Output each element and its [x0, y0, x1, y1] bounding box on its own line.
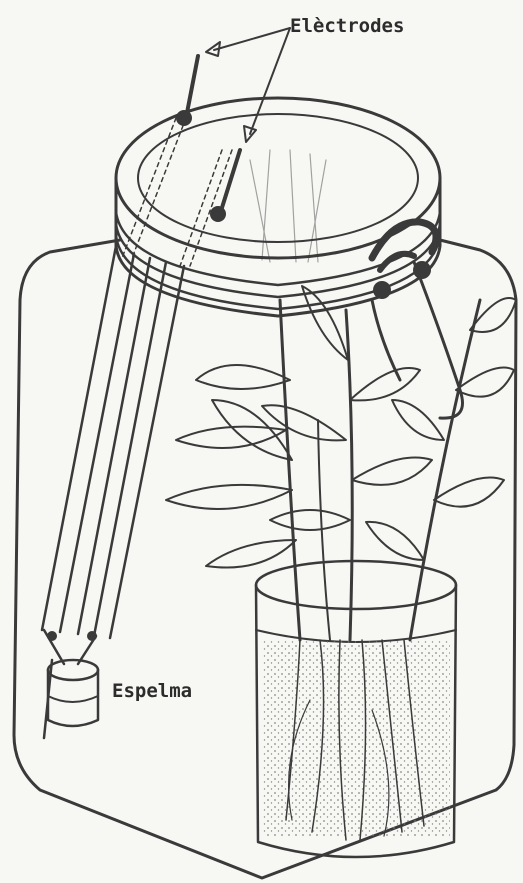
candle [44, 630, 98, 738]
beaker [256, 561, 456, 857]
electrode-tip-right [210, 206, 226, 222]
jar-lid [116, 98, 440, 316]
candle-label: Espelma [112, 680, 192, 702]
electrodes-label: Elèctrodes [290, 15, 404, 37]
label-arrows [206, 28, 290, 142]
electrode-tip-left [176, 110, 192, 126]
wire-clips [372, 222, 463, 418]
electrode-tubes [42, 118, 232, 638]
plant-stems [280, 300, 480, 640]
electrode-pins [176, 56, 240, 222]
plant-leaves [166, 286, 516, 568]
lid-sketch-lines [250, 150, 326, 262]
